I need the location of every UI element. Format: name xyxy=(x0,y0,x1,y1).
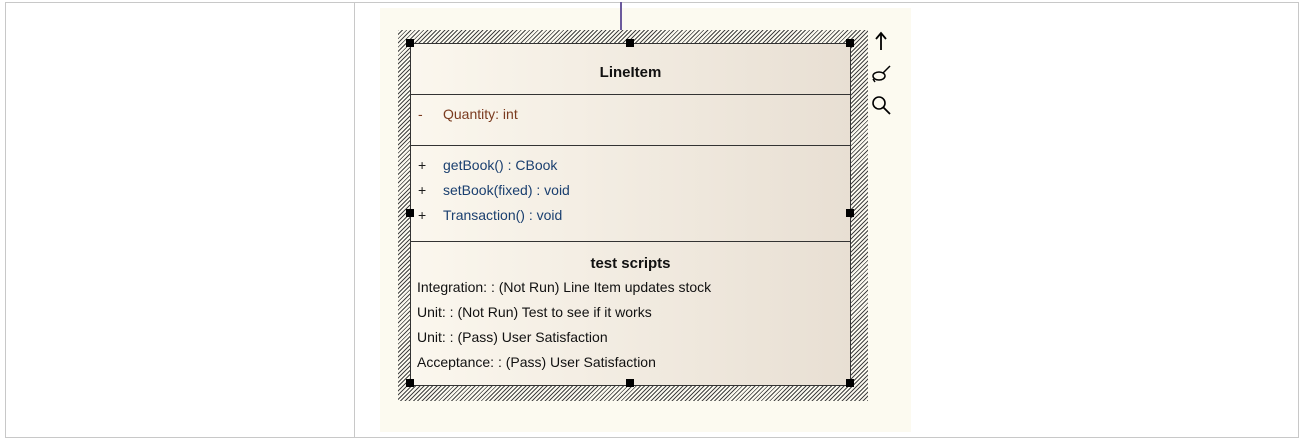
test-script-item[interactable]: Unit: : (Pass) User Satisfaction xyxy=(417,329,608,345)
operation-visibility: + xyxy=(418,182,427,198)
resize-handle-top-left[interactable] xyxy=(406,39,414,47)
class-element-lineitem[interactable]: LineItem - Quantity: int + getBook() : C… xyxy=(410,43,851,386)
resize-handle-bottom-left[interactable] xyxy=(406,379,414,387)
resize-handle-left[interactable] xyxy=(406,209,414,217)
column-divider xyxy=(354,2,355,438)
test-script-item[interactable]: Integration: : (Not Run) Line Item updat… xyxy=(417,279,712,295)
operations-compartment: + getBook() : CBook + setBook(fixed) : v… xyxy=(411,145,850,223)
paintbrush-icon[interactable] xyxy=(870,62,892,84)
class-name: LineItem xyxy=(599,64,662,81)
test-scripts-title: test scripts xyxy=(590,255,671,272)
connector-line[interactable] xyxy=(620,2,622,38)
resize-handle-top[interactable] xyxy=(626,39,634,47)
resize-handle-bottom[interactable] xyxy=(626,379,634,387)
operation-getbook[interactable]: getBook() : CBook xyxy=(443,157,558,173)
magnifier-icon[interactable] xyxy=(870,94,892,116)
operation-setbook[interactable]: setBook(fixed) : void xyxy=(443,182,570,198)
resize-handle-right[interactable] xyxy=(846,209,854,217)
attribute-visibility: - xyxy=(418,106,423,122)
attributes-compartment: - Quantity: int xyxy=(411,94,850,122)
operation-visibility: + xyxy=(418,207,427,223)
resize-handle-bottom-right[interactable] xyxy=(846,379,854,387)
operation-transaction[interactable]: Transaction() : void xyxy=(443,207,563,223)
operation-visibility: + xyxy=(418,157,427,173)
test-scripts-compartment: test scripts Integration: : (Not Run) Li… xyxy=(411,241,850,370)
test-script-item[interactable]: Acceptance: : (Pass) User Satisfaction xyxy=(417,354,656,370)
up-arrow-icon[interactable] xyxy=(870,30,892,52)
table-frame xyxy=(5,2,1299,438)
attribute-quantity[interactable]: Quantity: int xyxy=(443,106,518,122)
resize-handle-top-right[interactable] xyxy=(846,39,854,47)
test-script-item[interactable]: Unit: : (Not Run) Test to see if it work… xyxy=(417,304,652,320)
